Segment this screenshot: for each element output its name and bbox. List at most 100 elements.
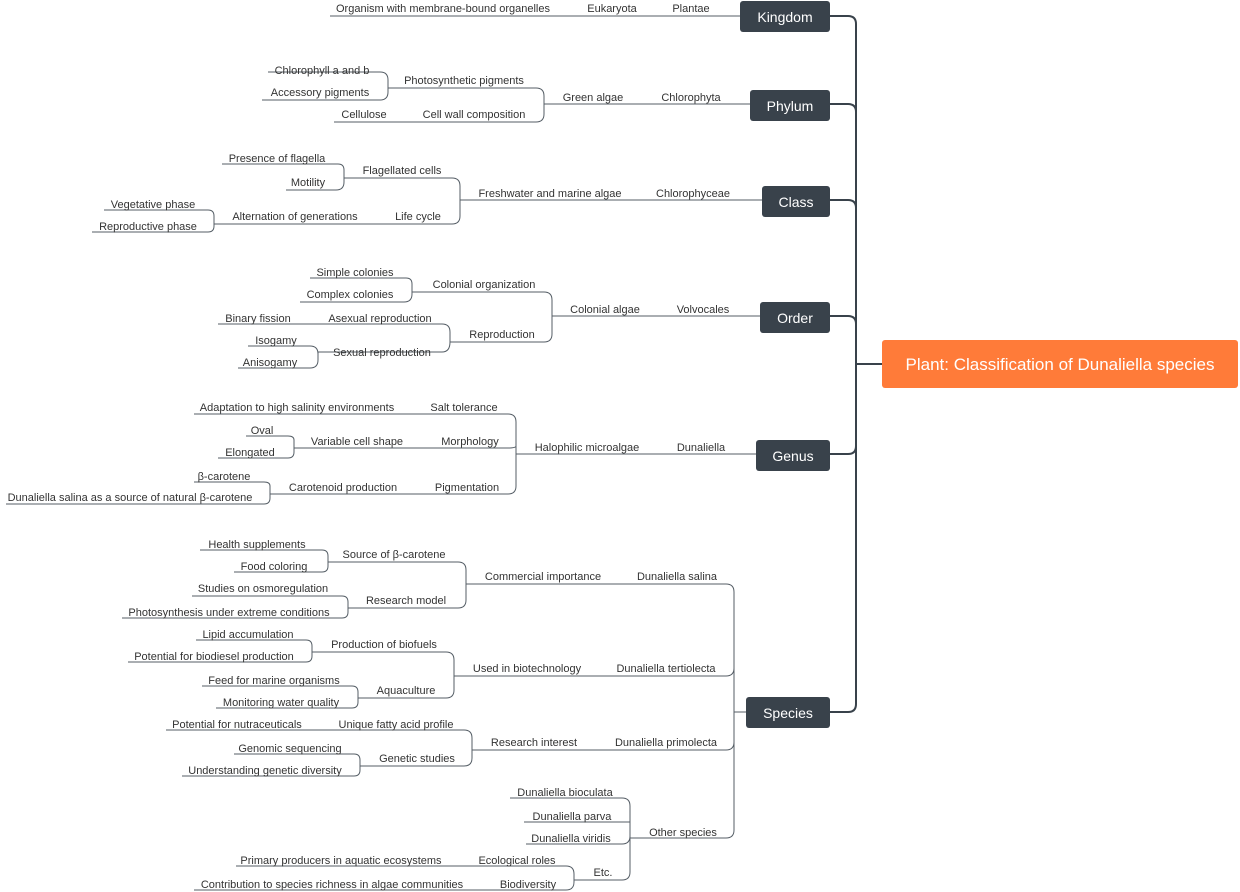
rank-box-kingdom[interactable] — [740, 1, 830, 32]
node-adaptation-high-salinity[interactable]: Adaptation to high salinity environments — [200, 402, 395, 414]
node-research-interest[interactable]: Research interest — [491, 737, 577, 749]
rank-label-phylum: Phylum — [767, 98, 814, 114]
root-box — [882, 340, 1238, 388]
node-life-cycle[interactable]: Life cycle — [395, 211, 441, 223]
node-used-in-biotechnology[interactable]: Used in biotechnology — [473, 663, 582, 675]
root-node[interactable]: Plant: Classification of Dunaliella spec… — [882, 340, 1238, 388]
node-biodiversity[interactable]: Biodiversity — [500, 879, 557, 891]
node-freshwater-marine[interactable]: Freshwater and marine algae — [478, 188, 621, 200]
node-dunaliella-bioculata[interactable]: Dunaliella bioculata — [517, 787, 613, 799]
branch-order: Order Volvocales Colonial algae Colonial… — [218, 267, 830, 369]
node-flagellated-cells[interactable]: Flagellated cells — [363, 165, 442, 177]
node-colonial-organization[interactable]: Colonial organization — [433, 279, 536, 291]
node-etc[interactable]: Etc. — [594, 867, 613, 879]
rank-box-genus[interactable] — [756, 440, 830, 471]
node-genetic-diversity[interactable]: Understanding genetic diversity — [188, 765, 342, 777]
node-dunaliella-parva[interactable]: Dunaliella parva — [533, 811, 613, 823]
rank-label-order: Order — [777, 310, 813, 326]
node-feed-marine[interactable]: Feed for marine organisms — [208, 675, 340, 687]
node-genomic-sequencing[interactable]: Genomic sequencing — [238, 743, 341, 755]
node-primary-producers[interactable]: Primary producers in aquatic ecosystems — [240, 855, 442, 867]
node-species-richness[interactable]: Contribution to species richness in alga… — [201, 879, 464, 891]
trunk-edges — [830, 15, 882, 713]
node-osmoregulation[interactable]: Studies on osmoregulation — [198, 583, 328, 595]
rank-box-order[interactable] — [760, 302, 830, 333]
node-oval[interactable]: Oval — [251, 425, 274, 437]
node-variable-cell-shape[interactable]: Variable cell shape — [311, 436, 403, 448]
root-label: Plant: Classification of Dunaliella spec… — [906, 355, 1215, 374]
node-salina-source[interactable]: Dunaliella salina as a source of natural… — [8, 492, 253, 504]
node-isogamy[interactable]: Isogamy — [255, 335, 297, 347]
node-vegetative-phase[interactable]: Vegetative phase — [111, 199, 195, 211]
node-reproduction[interactable]: Reproduction — [469, 329, 534, 341]
node-beta-carotene[interactable]: β-carotene — [198, 471, 251, 483]
node-colonial-algae[interactable]: Colonial algae — [570, 304, 640, 316]
rank-box-species[interactable] — [746, 697, 830, 728]
node-genetic-studies[interactable]: Genetic studies — [379, 753, 455, 765]
node-cell-wall[interactable]: Cell wall composition — [423, 109, 526, 121]
rank-label-genus: Genus — [772, 448, 813, 464]
node-aquaculture[interactable]: Aquaculture — [377, 685, 436, 697]
branch-class: Class Chlorophyceae Freshwater and marin… — [92, 153, 830, 233]
edge-to-genus — [830, 445, 857, 455]
node-chlorophyll[interactable]: Chlorophyll a and b — [275, 65, 370, 77]
node-organelles[interactable]: Organism with membrane-bound organelles — [336, 3, 550, 15]
node-source-beta-carotene[interactable]: Source of β-carotene — [343, 549, 446, 561]
node-photosynthetic-pigments[interactable]: Photosynthetic pigments — [404, 75, 524, 87]
node-halophilic-microalgae[interactable]: Halophilic microalgae — [535, 442, 640, 454]
edge-to-kingdom — [830, 15, 857, 25]
rank-label-species: Species — [763, 705, 813, 721]
node-dunaliella-viridis[interactable]: Dunaliella viridis — [531, 833, 611, 845]
node-plantae[interactable]: Plantae — [672, 3, 709, 15]
node-cellulose[interactable]: Cellulose — [341, 109, 386, 121]
rank-label-class: Class — [778, 194, 813, 210]
edge-to-phylum — [830, 103, 857, 113]
edge-trunk-line — [830, 24, 857, 713]
node-sexual-reproduction[interactable]: Sexual reproduction — [333, 347, 431, 359]
node-volvocales[interactable]: Volvocales — [677, 304, 730, 316]
node-nutraceuticals[interactable]: Potential for nutraceuticals — [172, 719, 302, 731]
node-morphology[interactable]: Morphology — [441, 436, 499, 448]
edge-to-order — [830, 315, 857, 325]
node-complex-colonies[interactable]: Complex colonies — [307, 289, 394, 301]
node-fatty-acid-profile[interactable]: Unique fatty acid profile — [339, 719, 454, 731]
node-green-algae[interactable]: Green algae — [563, 92, 624, 104]
node-dunaliella-salina[interactable]: Dunaliella salina — [637, 571, 718, 583]
node-ecological-roles[interactable]: Ecological roles — [478, 855, 556, 867]
node-dunaliella-tertiolecta[interactable]: Dunaliella tertiolecta — [616, 663, 716, 675]
node-production-biofuels[interactable]: Production of biofuels — [331, 639, 437, 651]
node-other-species[interactable]: Other species — [649, 827, 717, 839]
node-water-quality[interactable]: Monitoring water quality — [223, 697, 340, 709]
node-simple-colonies[interactable]: Simple colonies — [316, 267, 394, 279]
node-anisogamy[interactable]: Anisogamy — [243, 357, 298, 369]
node-chlorophyceae[interactable]: Chlorophyceae — [656, 188, 730, 200]
node-asexual-reproduction[interactable]: Asexual reproduction — [328, 313, 431, 325]
node-motility[interactable]: Motility — [291, 177, 326, 189]
node-binary-fission[interactable]: Binary fission — [225, 313, 290, 325]
branch-phylum: Phylum Chlorophyta Green algae Photosynt… — [262, 65, 830, 123]
rank-box-class[interactable] — [762, 186, 830, 217]
node-alternation[interactable]: Alternation of generations — [232, 211, 358, 223]
node-carotenoid-production[interactable]: Carotenoid production — [289, 482, 397, 494]
branch-kingdom: Kingdom Plantae Eukaryota Organism with … — [330, 1, 830, 32]
node-dunaliella-primolecta[interactable]: Dunaliella primolecta — [615, 737, 718, 749]
node-biodiesel[interactable]: Potential for biodiesel production — [134, 651, 294, 663]
branch-genus: Genus Dunaliella Halophilic microalgae S… — [6, 402, 830, 505]
node-elongated[interactable]: Elongated — [225, 447, 275, 459]
node-eukaryota[interactable]: Eukaryota — [587, 3, 637, 15]
node-food-coloring[interactable]: Food coloring — [241, 561, 308, 573]
node-accessory-pigments[interactable]: Accessory pigments — [271, 87, 370, 99]
node-health-supplements[interactable]: Health supplements — [208, 539, 306, 551]
node-chlorophyta[interactable]: Chlorophyta — [661, 92, 721, 104]
node-presence-flagella[interactable]: Presence of flagella — [229, 153, 326, 165]
node-salt-tolerance[interactable]: Salt tolerance — [430, 402, 497, 414]
node-dunaliella[interactable]: Dunaliella — [677, 442, 726, 454]
node-reproductive-phase[interactable]: Reproductive phase — [99, 221, 197, 233]
node-research-model[interactable]: Research model — [366, 595, 446, 607]
rank-box-phylum[interactable] — [750, 90, 830, 121]
node-lipid-accumulation[interactable]: Lipid accumulation — [202, 629, 293, 641]
node-photosynthesis-extreme[interactable]: Photosynthesis under extreme conditions — [128, 607, 330, 619]
node-commercial-importance[interactable]: Commercial importance — [485, 571, 601, 583]
node-pigmentation[interactable]: Pigmentation — [435, 482, 499, 494]
